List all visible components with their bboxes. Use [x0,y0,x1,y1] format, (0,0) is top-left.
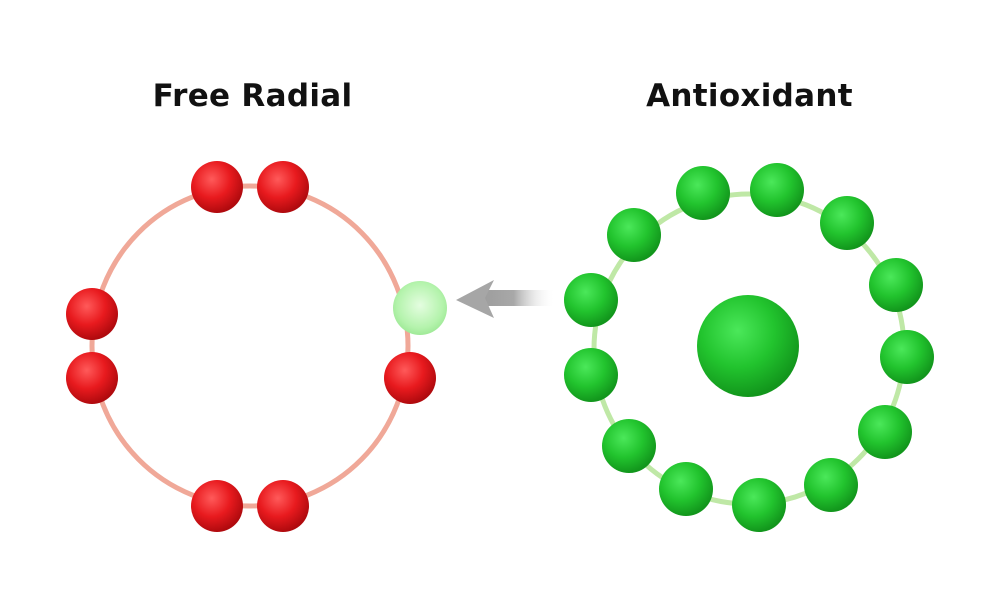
antioxidant-electron [804,458,858,512]
antioxidant-electron [869,258,923,312]
donated-electron [393,281,447,335]
free-radical-electron [257,480,309,532]
antioxidant-electron [659,462,713,516]
antioxidant-electron [676,166,730,220]
free-radical-electron [257,161,309,213]
antioxidant-electron [602,419,656,473]
antioxidant-title: Antioxidant [646,78,853,114]
antioxidant-electron [564,348,618,402]
free-radical-title: Free Radial [152,78,353,114]
arrow-icon [456,280,555,318]
free-radical-orbit [89,183,411,509]
free-radical-electron [384,352,436,404]
free-radical [66,161,447,532]
free-radical-electron [66,352,118,404]
antioxidant-electron [880,330,934,384]
antioxidant-nucleus [697,295,799,397]
antioxidant-electron [607,208,661,262]
free-radical-electron [66,288,118,340]
antioxidant-electron [750,163,804,217]
free-radical-electron [191,161,243,213]
antioxidant-electron [820,196,874,250]
antioxidant [564,163,934,532]
antioxidant-electron [732,478,786,532]
antioxidant-electron [858,405,912,459]
antioxidant-electron [564,273,618,327]
free-radical-electron [191,480,243,532]
